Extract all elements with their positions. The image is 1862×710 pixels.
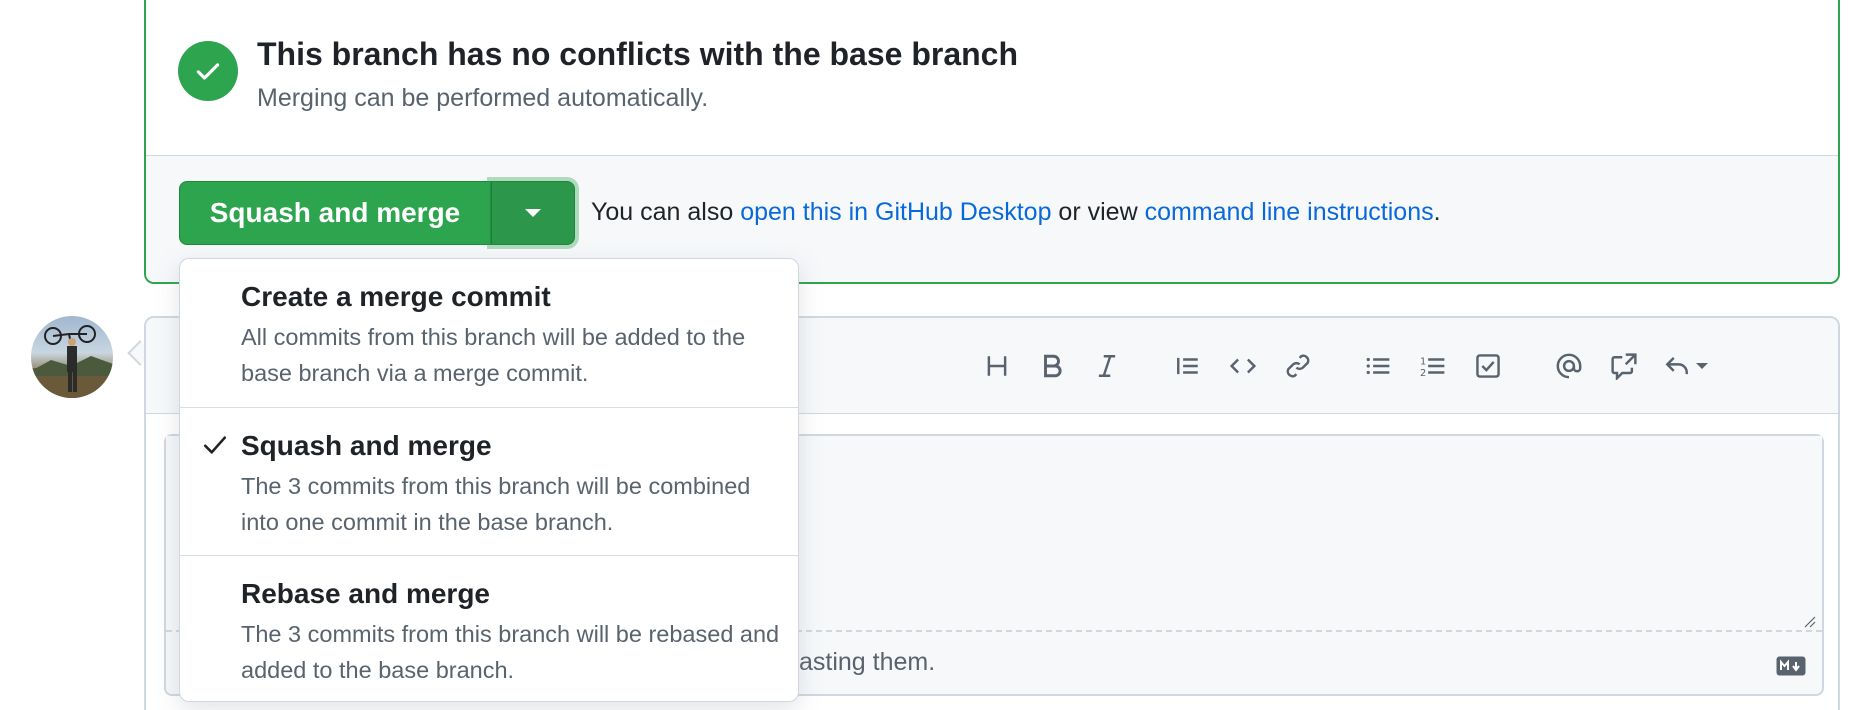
menu-item-rebase-and-merge[interactable]: Rebase and merge The 3 commits from this… (180, 555, 798, 701)
menu-item-create-merge-commit[interactable]: Create a merge commit All commits from t… (180, 259, 798, 407)
italic-icon[interactable] (1087, 346, 1127, 386)
caret-down-icon (525, 209, 541, 217)
resize-handle-icon[interactable] (1800, 612, 1816, 628)
menu-item-description: All commits from this branch will be add… (241, 324, 746, 386)
task-list-icon[interactable] (1468, 346, 1508, 386)
quote-icon[interactable] (1168, 346, 1208, 386)
merge-status-subtitle: Merging can be performed automatically. (257, 84, 709, 112)
or-view-text: or view (1051, 198, 1145, 226)
period-text: . (1433, 198, 1441, 226)
unordered-list-icon[interactable] (1358, 346, 1398, 386)
bold-icon[interactable] (1032, 346, 1072, 386)
menu-item-title: Rebase and merge (241, 578, 490, 609)
mention-icon[interactable] (1549, 346, 1589, 386)
merge-status-row: This branch has no conflicts with the ba… (146, 0, 1838, 156)
merge-method-dropdown-button[interactable] (491, 181, 575, 245)
svg-text:1: 1 (1420, 356, 1426, 367)
code-icon[interactable] (1223, 346, 1263, 386)
merge-alternatives-text: You can also open this in GitHub Desktop… (591, 198, 1441, 227)
menu-item-description: The 3 commits from this branch will be r… (241, 621, 780, 683)
user-avatar[interactable] (31, 316, 113, 398)
markdown-icon[interactable] (1776, 656, 1806, 676)
menu-item-description: The 3 commits from this branch will be c… (241, 473, 751, 535)
check-circle-icon (178, 41, 238, 101)
also-prefix: You can also (591, 198, 741, 226)
chevron-down-icon (1696, 363, 1708, 369)
merge-status-box: This branch has no conflicts with the ba… (144, 0, 1840, 284)
link-icon[interactable] (1278, 346, 1318, 386)
open-in-desktop-link[interactable]: open this in GitHub Desktop (740, 198, 1052, 226)
menu-item-squash-and-merge[interactable]: Squash and merge The 3 commits from this… (180, 407, 798, 555)
reply-icon[interactable] (1658, 346, 1714, 386)
heading-icon[interactable] (977, 346, 1017, 386)
merge-status-title: This branch has no conflicts with the ba… (257, 36, 1019, 72)
check-icon (203, 436, 227, 454)
attach-files-hint: asting them. (799, 648, 936, 676)
menu-item-title: Create a merge commit (241, 281, 551, 312)
command-line-instructions-link[interactable]: command line instructions (1144, 198, 1434, 226)
svg-text:2: 2 (1420, 368, 1426, 379)
menu-item-title: Squash and merge (241, 430, 492, 461)
cross-reference-icon[interactable] (1604, 346, 1644, 386)
squash-and-merge-button[interactable]: Squash and merge (179, 181, 491, 245)
merge-method-menu: Create a merge commit All commits from t… (179, 258, 799, 702)
